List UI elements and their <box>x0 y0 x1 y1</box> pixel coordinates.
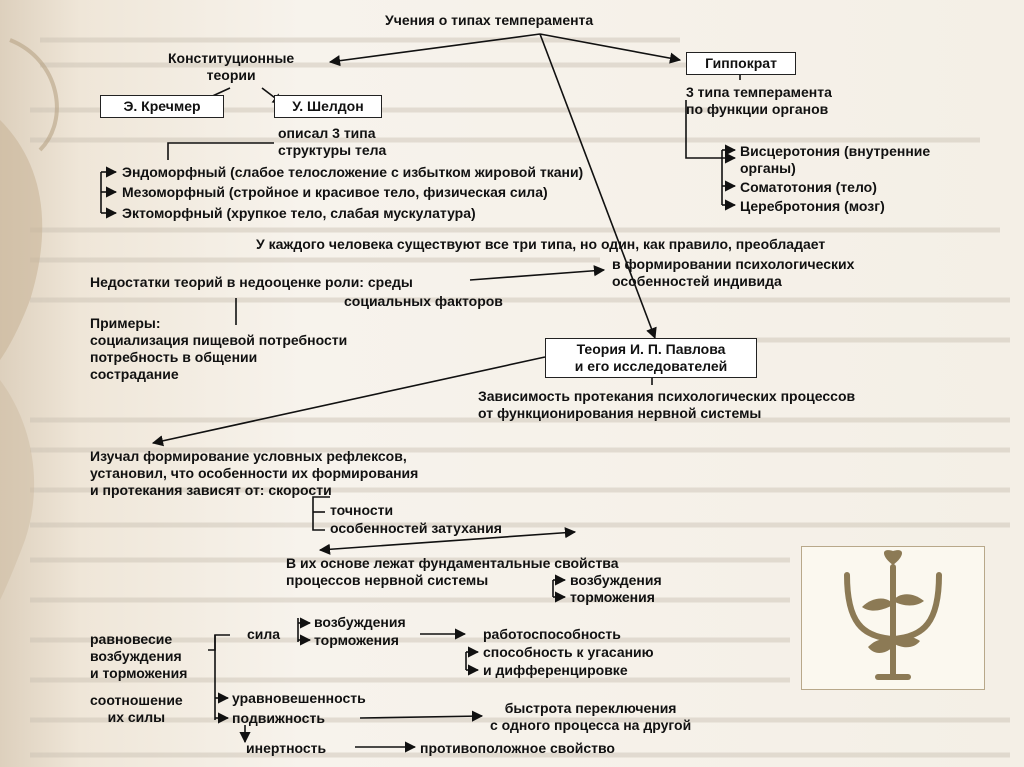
sheldon-desc-line-1: описал 3 типа <box>278 125 386 142</box>
balance-line-1: равновесие <box>90 631 187 648</box>
balance-label: равновесие возбуждения и торможения <box>90 631 187 682</box>
example-1: социализация пищевой потребности <box>90 332 347 349</box>
dependence-line-2: от функционирования нервной системы <box>478 405 855 422</box>
formation-line-1: в формировании психологических <box>612 256 854 273</box>
switching-line-2: с одного процесса на другой <box>490 717 691 734</box>
flaws-line-2: социальных факторов <box>344 293 503 310</box>
strength-excitation: возбуждения <box>314 614 406 631</box>
example-2: потребность в общении <box>90 349 347 366</box>
example-3: сострадание <box>90 366 347 383</box>
dependence-line-1: Зависимость протекания психологических п… <box>478 388 855 405</box>
process-excitation: возбуждения <box>570 572 662 589</box>
all-three-types-note: У каждого человека существуют все три ти… <box>256 236 825 253</box>
sheldon-desc-line-2: структуры тела <box>278 142 386 159</box>
psi-emblem-graphic <box>802 547 984 689</box>
dependence-note: Зависимость протекания психологических п… <box>478 388 855 422</box>
pavlov-line-1: Теория И. П. Павлова <box>552 341 750 358</box>
hipp-desc-line-2: по функции органов <box>686 101 832 118</box>
balanced-label: уравновешенность <box>232 690 366 707</box>
organ-type-cerebral: Церебротония (мозг) <box>740 198 930 215</box>
hippocrates-box: Гиппократ <box>686 52 796 75</box>
body-type-ectomorph: Эктоморфный (хрупкое тело, слабая мускул… <box>122 205 476 222</box>
strength-inhibition: торможения <box>314 632 399 649</box>
organ-type-somatic: Соматотония (тело) <box>740 179 930 196</box>
sheldon-description: описал 3 типа структуры тела <box>278 125 386 159</box>
organ-type-visceral: Висцеротония (внутренние <box>740 143 930 160</box>
process-inhibition: торможения <box>570 589 655 606</box>
hippocrates-description: 3 типа темперамента по функции органов <box>686 84 832 118</box>
body-type-mesomorph: Мезоморфный (стройное и красивое тело, ф… <box>122 184 548 201</box>
studied-line-1: Изучал формирование условных рефлексов, <box>90 448 418 465</box>
formation-line-2: особенностей индивида <box>612 273 854 290</box>
examples: Примеры: социализация пищевой потребност… <box>90 315 347 383</box>
formation-note: в формировании психологических особеннос… <box>612 256 854 290</box>
mobility-label: подвижность <box>232 710 325 727</box>
pavlov-box: Теория И. П. Павлова и его исследователе… <box>545 338 757 378</box>
strength-label: сила <box>247 626 280 643</box>
constitutional-line-2: теории <box>168 67 294 84</box>
switching-line-1: быстрота переключения <box>490 700 691 717</box>
ratio-line-1: соотношение <box>90 692 183 709</box>
organ-types: Висцеротония (внутренние органы) Соматот… <box>740 143 930 215</box>
result-workability: работоспособность <box>483 626 621 643</box>
flaws-line-1: Недостатки теорий в недооценке роли: сре… <box>90 274 413 291</box>
studied-extinction: особенностей затухания <box>330 520 502 537</box>
inertness-label: инертность <box>246 740 326 757</box>
examples-heading: Примеры: <box>90 315 347 332</box>
switching-note: быстрота переключения с одного процесса … <box>490 700 691 734</box>
hipp-desc-line-1: 3 типа темперамента <box>686 84 832 101</box>
result-differentiation: и дифференцировке <box>483 662 628 679</box>
basis-line-1: В их основе лежат фундаментальные свойст… <box>286 555 619 572</box>
psi-emblem-icon <box>801 546 985 690</box>
ratio-label: соотношение их силы <box>90 692 183 726</box>
studied-line-2: установил, что особенности их формирован… <box>90 465 418 482</box>
basis-line-2: процессов нервной системы <box>286 572 488 589</box>
constitutional-theories: Конституционные теории <box>168 50 294 84</box>
pavlov-line-2: и его исследователей <box>552 358 750 375</box>
studied-line-3: и протекания зависят от: скорости <box>90 482 418 499</box>
studied-note: Изучал формирование условных рефлексов, … <box>90 448 418 499</box>
sheldon-box: У. Шелдон <box>274 95 382 118</box>
result-extinction: способность к угасанию <box>483 644 654 661</box>
balance-line-2: возбуждения <box>90 648 187 665</box>
body-type-endomorph: Эндоморфный (слабое телосложение с избыт… <box>122 164 583 181</box>
ratio-line-2: их силы <box>90 709 183 726</box>
diagram-title: Учения о типах темперамента <box>385 12 593 29</box>
organ-type-visceral-2: органы) <box>740 160 930 177</box>
opposite-property: противоположное свойство <box>420 740 615 757</box>
constitutional-line-1: Конституционные <box>168 50 294 67</box>
studied-accuracy: точности <box>330 502 393 519</box>
balance-line-3: и торможения <box>90 665 187 682</box>
kretschmer-box: Э. Кречмер <box>100 95 224 118</box>
